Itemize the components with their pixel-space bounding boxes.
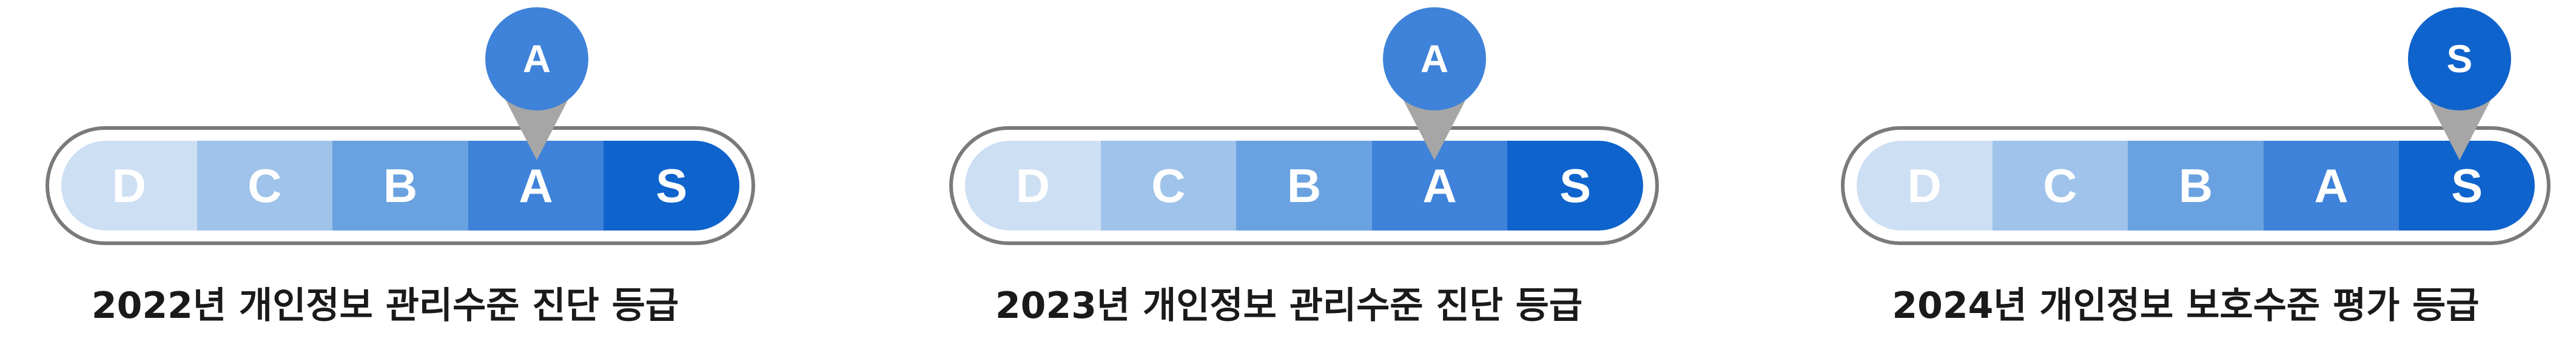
panel-caption: 2023년 개인정보 관리수준 진단 등급: [995, 285, 1583, 327]
grade-segment-b: B: [332, 141, 468, 231]
grade-segment-c: C: [1992, 141, 2128, 231]
panel-caption: 2024년 개인정보 보호수준 평가 등급: [1892, 285, 2480, 327]
grade-segment-b: B: [1236, 141, 1372, 231]
grade-marker: S: [2408, 7, 2511, 110]
grade-segment-d: D: [1857, 141, 1993, 231]
grade-segment-c: C: [197, 141, 333, 231]
panel-caption: 2022년 개인정보 관리수준 진단 등급: [91, 285, 679, 327]
grade-panel-2024: D C B A S S 2024년 개인정보 보호수준 평가 등급: [1795, 0, 2551, 347]
grade-segment-d: D: [61, 141, 197, 231]
grade-segment-d: D: [965, 141, 1101, 231]
grade-segment-c: C: [1100, 141, 1237, 231]
grade-segment-a: A: [2263, 141, 2399, 231]
grade-marker: A: [485, 7, 588, 110]
grade-panel-2022: D C B A S A 2022년 개인정보 관리수준 진단 등급: [0, 0, 755, 347]
grade-segment-s: S: [604, 141, 739, 231]
grade-scale: D C B A S: [45, 126, 755, 245]
grade-segment-s: S: [1507, 141, 1643, 231]
grade-marker: A: [1383, 7, 1486, 110]
grade-panel-2023: D C B A S A 2023년 개인정보 관리수준 진단 등급: [904, 0, 1659, 347]
grade-scale: D C B A S: [949, 126, 1659, 245]
grade-segment-b: B: [2128, 141, 2264, 231]
